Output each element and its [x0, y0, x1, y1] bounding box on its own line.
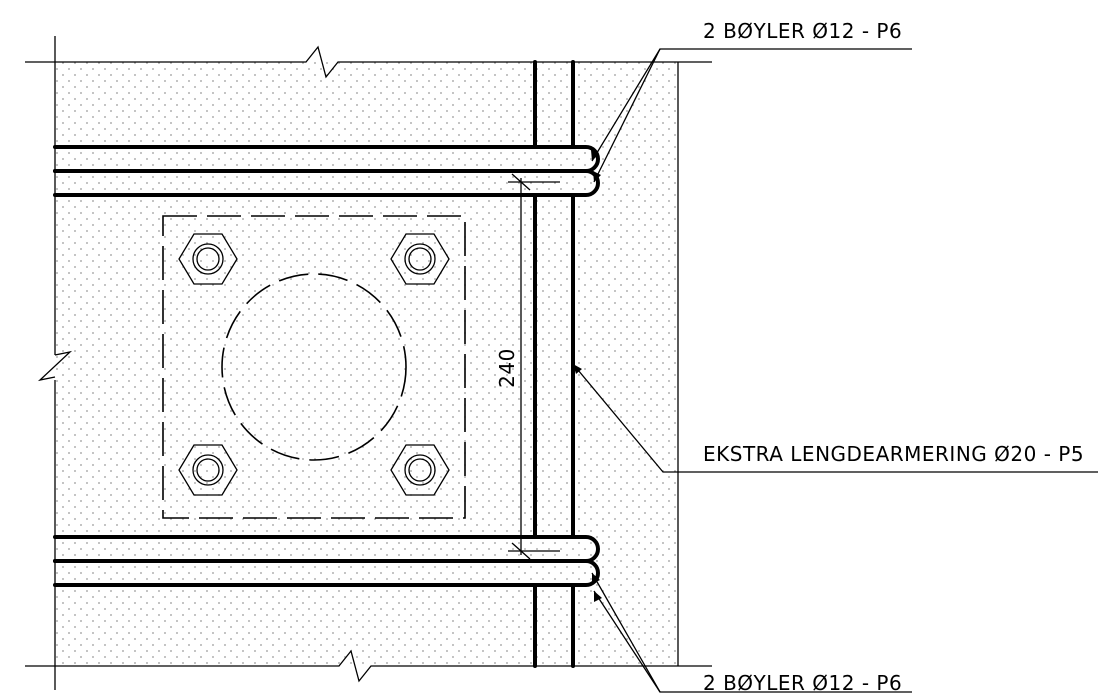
column-circle	[221, 273, 407, 461]
bottom-stirrups	[53, 535, 600, 587]
base-plate-outline	[162, 215, 466, 519]
label-stirrups-bottom: 2 BØYLER Ø12 - P6	[703, 671, 902, 695]
leader-longitudinal	[572, 363, 1098, 473]
vertical-bars	[533, 60, 575, 668]
top-stirrups	[53, 145, 600, 197]
bolt-bottom-right	[390, 444, 450, 496]
bolt-top-left	[178, 233, 238, 285]
bottom-break-line	[25, 649, 712, 683]
leader-bottom	[591, 572, 912, 693]
bolt-bottom-left	[178, 444, 238, 496]
label-longitudinal: EKSTRA LENGDEARMERING Ø20 - P5	[703, 442, 1084, 466]
dimension-line	[508, 173, 560, 560]
label-stirrups-top: 2 BØYLER Ø12 - P6	[703, 19, 902, 43]
bolt-top-right	[390, 233, 450, 285]
top-break-line	[25, 45, 712, 79]
dimension-value: 240	[495, 348, 519, 388]
concrete-section	[55, 62, 678, 666]
leader-top	[591, 48, 912, 183]
